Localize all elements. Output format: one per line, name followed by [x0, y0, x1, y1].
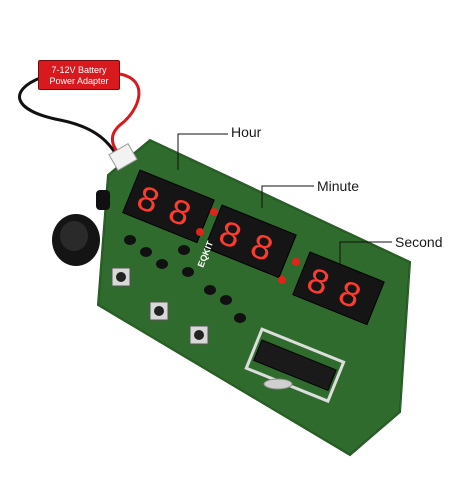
capacitor	[96, 190, 110, 210]
led	[278, 276, 286, 284]
second-callout: Second	[395, 234, 443, 250]
adapter-tag-line2: Power Adapter	[49, 76, 109, 86]
hour-callout: Hour	[231, 124, 262, 140]
minute-display: 8 8	[204, 204, 297, 279]
second-display: 8 8	[292, 251, 385, 326]
adapter-tag-line1: 7-12V Battery	[51, 65, 107, 75]
led	[292, 258, 300, 266]
power-adapter-tag: 7-12V Battery Power Adapter	[38, 60, 120, 90]
push-buttons	[111, 267, 209, 345]
hour-display: 8 8	[122, 169, 215, 244]
led	[210, 208, 218, 216]
callout-lines	[177, 133, 392, 268]
minute-callout: Minute	[317, 178, 360, 194]
power-connector	[108, 143, 138, 171]
red-wire	[110, 72, 141, 163]
black-wire	[18, 76, 122, 161]
led	[196, 228, 204, 236]
crystal	[263, 378, 293, 390]
transistors	[124, 235, 246, 323]
